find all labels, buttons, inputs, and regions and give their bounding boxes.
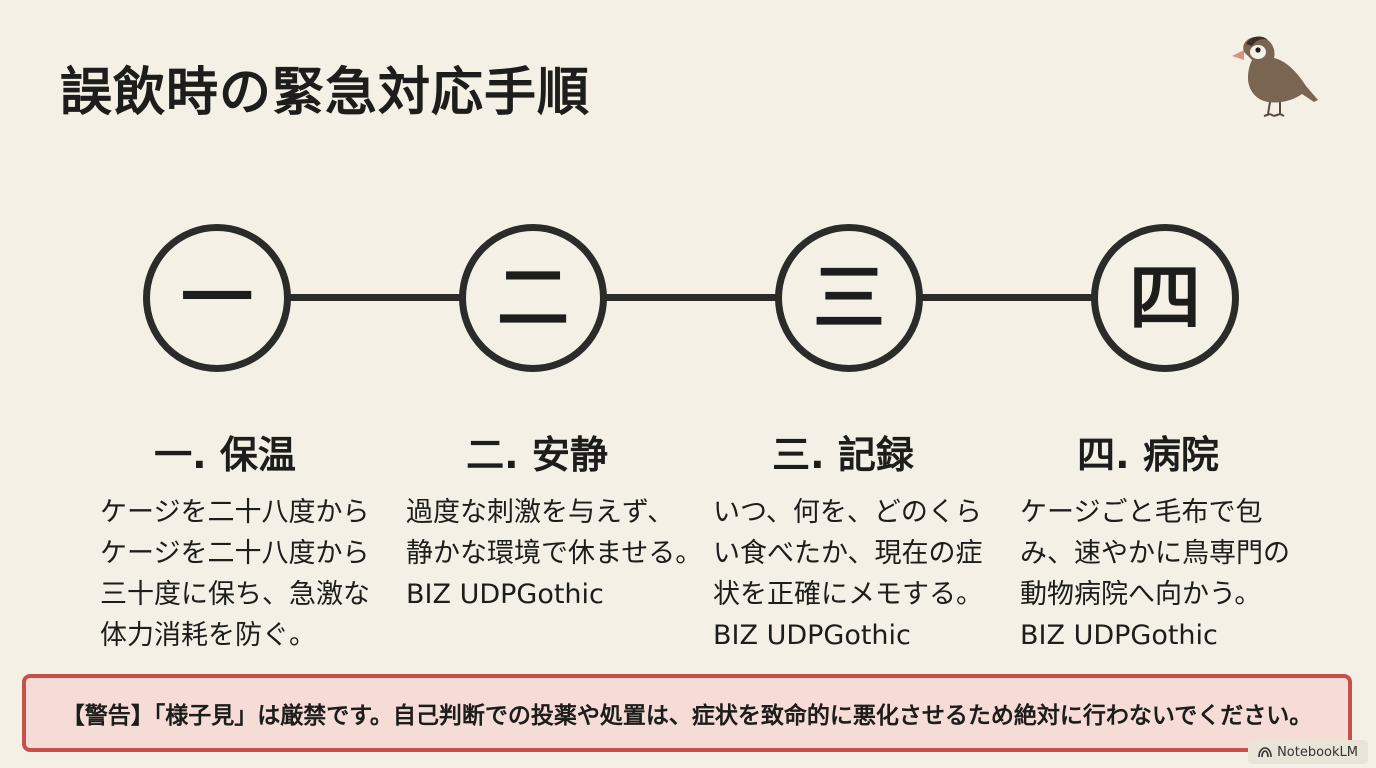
notebooklm-watermark: NotebookLM <box>1248 740 1368 764</box>
description-line: 体力消耗を防ぐ。 <box>100 620 316 651</box>
step-circle-1: 一 <box>143 224 291 372</box>
description-line: BIZ UDPGothic <box>1020 620 1218 651</box>
step-title: 二. 安静 <box>466 433 608 477</box>
step-title: 一. 保温 <box>154 433 296 477</box>
description-line: BIZ UDPGothic <box>406 579 604 610</box>
warning-text: 【警告】「様子見」は厳禁です。自己判断での投薬や処置は、症状を致命的に悪化させる… <box>61 703 1313 729</box>
description-line: 静かな環境で休ませる。 <box>406 538 703 569</box>
step-title: 四. 病院 <box>1077 433 1219 477</box>
timeline-connector <box>290 294 460 301</box>
step-description: ケージごと毛布で包 み、速やかに鳥専門の 動物病院へ向かう。 BIZ UDPGo… <box>1020 492 1300 656</box>
description-line: み、速やかに鳥専門の <box>1020 538 1290 569</box>
warning-banner: 【警告】「様子見」は厳禁です。自己判断での投薬や処置は、症状を致命的に悪化させる… <box>22 674 1352 752</box>
step-numeral: 一 <box>180 256 253 340</box>
step-circle-4: 四 <box>1091 224 1239 372</box>
page-title: 誤飲時の緊急対応手順 <box>60 63 591 123</box>
description-line: 三十度に保ち、急激な <box>100 579 370 610</box>
java-sparrow-icon <box>1232 36 1318 117</box>
step-timeline: 一 二 三 四 <box>143 224 1239 372</box>
description-line: い食べたか、現在の症 <box>713 538 983 569</box>
step-numeral: 三 <box>812 256 885 340</box>
description-line: BIZ UDPGothic <box>713 620 911 651</box>
timeline-connector <box>606 294 776 301</box>
notebooklm-logo-icon <box>1258 747 1272 758</box>
description-line: ケージごと毛布で包 <box>1020 497 1263 528</box>
step-description: 過度な刺激を与えず、 静かな環境で休ませる。 BIZ UDPGothic <box>406 492 703 615</box>
step-circle-3: 三 <box>775 224 923 372</box>
timeline-connector <box>922 294 1092 301</box>
description-line: 状を正確にメモする。 <box>713 579 983 610</box>
step-numeral: 二 <box>496 256 569 340</box>
description-line: ケージを二十八度から <box>100 497 370 528</box>
step-numeral: 四 <box>1128 256 1201 340</box>
step-description: ケージを二十八度から ケージを二十八度から 三十度に保ち、急激な 体力消耗を防ぐ… <box>100 492 380 656</box>
description-line: いつ、何を、どのくら <box>713 497 982 528</box>
step-circle-2: 二 <box>459 224 607 372</box>
watermark-label: NotebookLM <box>1277 744 1358 760</box>
description-line: 過度な刺激を与えず、 <box>406 497 675 528</box>
description-line: 動物病院へ向かう。 <box>1020 579 1262 610</box>
step-title: 三. 記録 <box>772 433 914 477</box>
step-description: いつ、何を、どのくら い食べたか、現在の症 状を正確にメモする。 BIZ UDP… <box>713 492 993 656</box>
description-line: ケージを二十八度から <box>100 538 370 569</box>
